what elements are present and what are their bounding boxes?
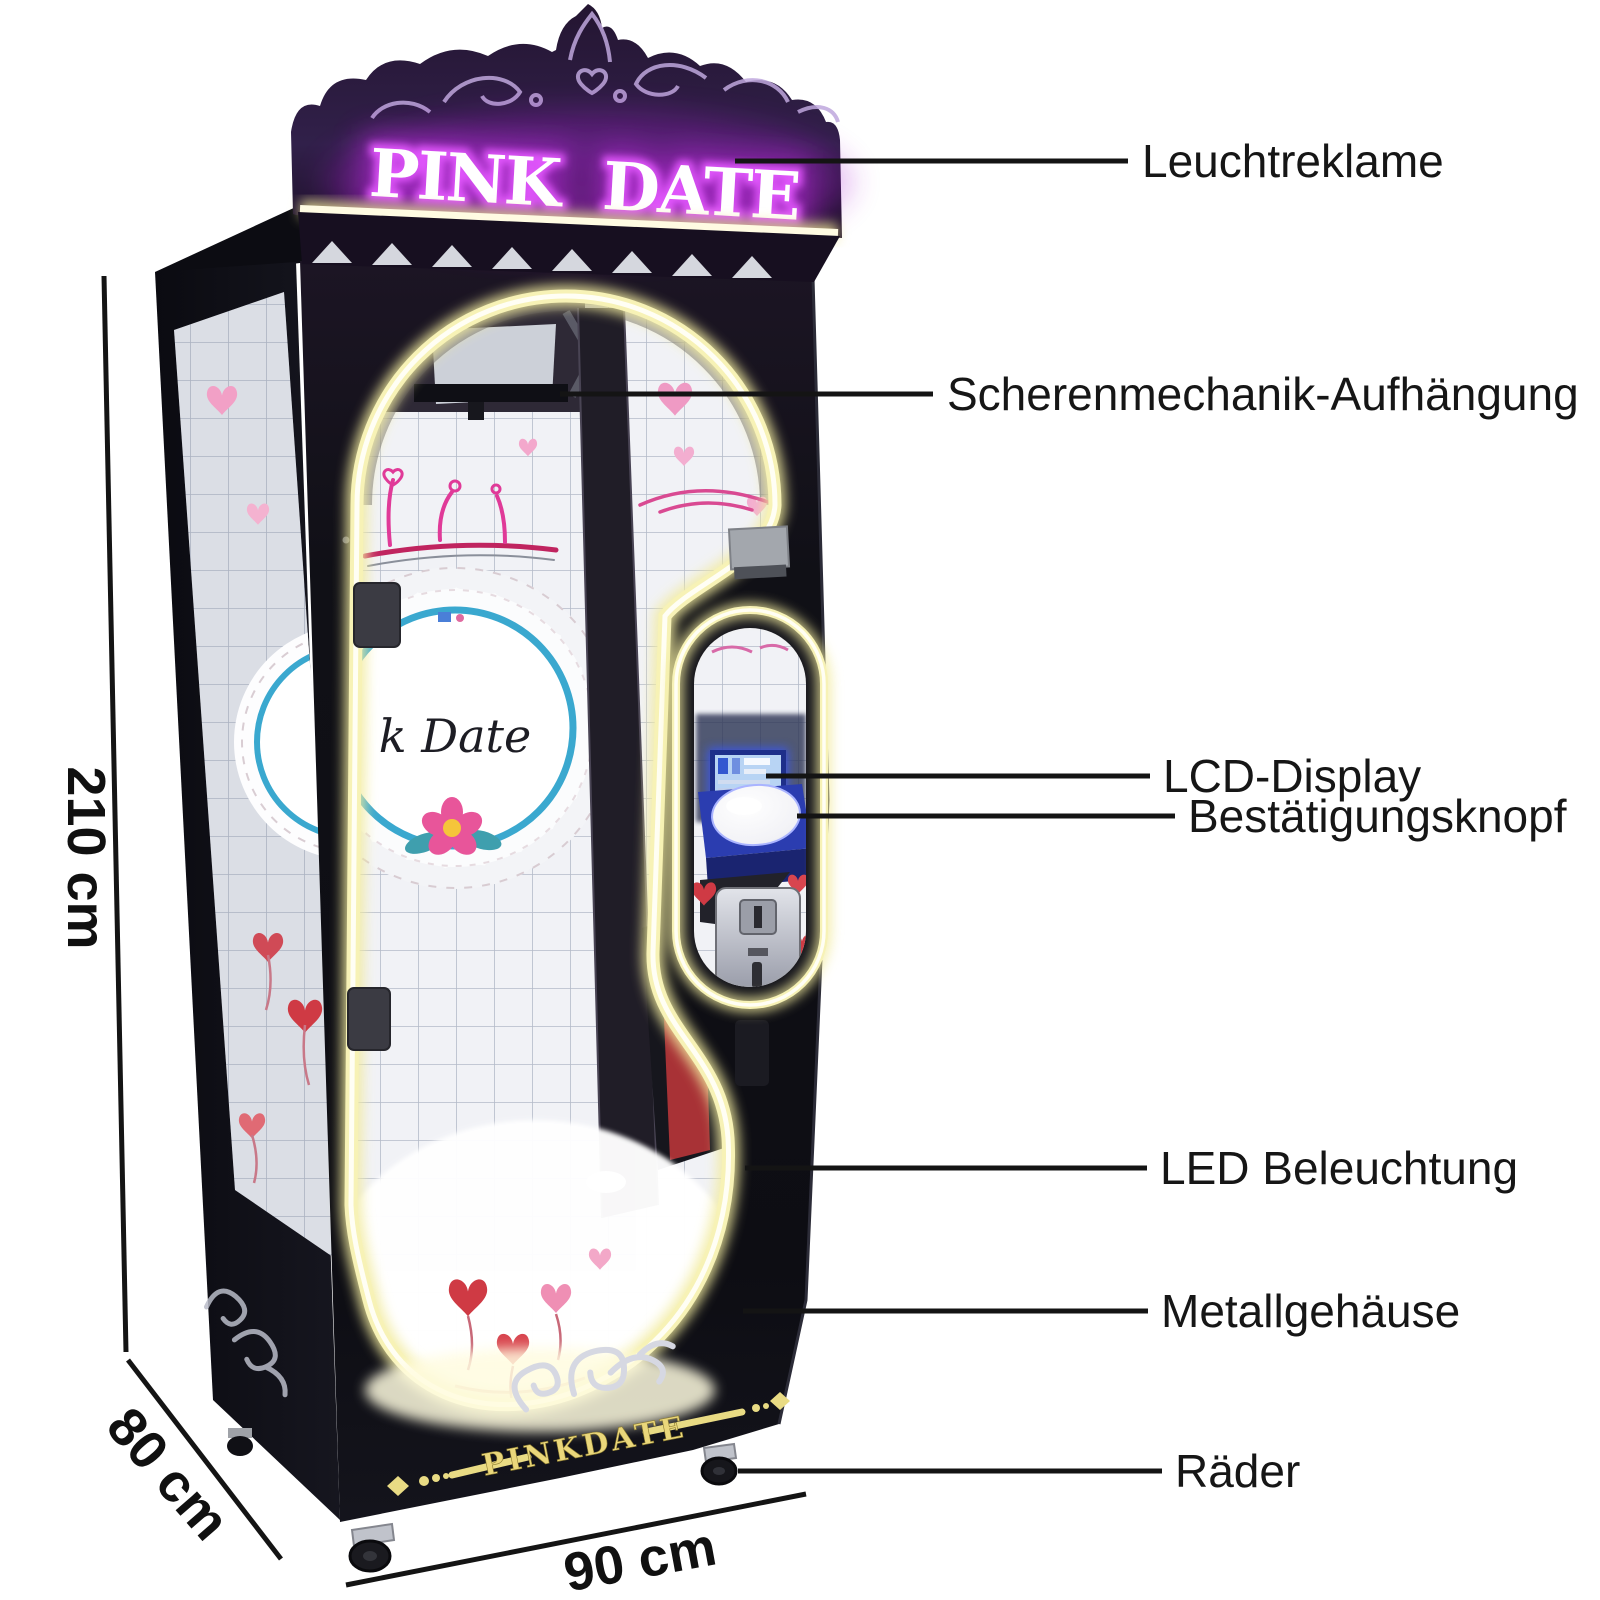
side-scroll-ornament: [203, 1288, 288, 1398]
label-led-beleuchtung: LED Beleuchtung: [1160, 1142, 1518, 1194]
cabinet-right-edge: [777, 277, 830, 1425]
callout-metallgehaeuse: Metallgehäuse: [743, 1285, 1460, 1337]
pelmet-triangles: [312, 241, 772, 278]
sign-scroll-ornament: [370, 10, 840, 123]
sign-marquee: PINK DATE PINK DATE PINK DATE: [291, 4, 853, 282]
diamond-icon: [770, 1392, 790, 1410]
dimension-height-line: [101, 275, 129, 1353]
main-window-glass: k Date: [351, 296, 775, 1405]
crown-decal: [362, 468, 770, 567]
dimension-height-value: 210 cm: [56, 766, 116, 949]
callout-raeder: Räder: [738, 1445, 1300, 1497]
callout-scherenmechanik: Scherenmechanik-Aufhängung: [560, 368, 1579, 420]
callout-lcd-display: LCD-Display: [766, 750, 1421, 802]
flower-icon: [404, 797, 502, 855]
callout-leuchtreklame: Leuchtreklame: [735, 135, 1444, 187]
base-gold-flourish: [387, 1392, 790, 1496]
label-lcd-display: LCD-Display: [1163, 750, 1421, 802]
dimension-width-line: [345, 1491, 807, 1588]
dimension-depth-line: [126, 1358, 283, 1561]
door-hinge: [353, 582, 401, 648]
heart-icon: [575, 68, 609, 96]
plush-item: [586, 1171, 626, 1193]
cabinet-roof: [155, 206, 308, 280]
machine-illustration: PINK DATE PINK DATE PINK DATE: [155, 4, 853, 1573]
coin-slot: [754, 906, 762, 928]
doily-text: k Date: [379, 709, 532, 763]
dimension-depth-value: 80 cm: [95, 1397, 241, 1552]
door-latch: [735, 1020, 769, 1086]
dimension-width-value: 90 cm: [559, 1517, 720, 1600]
door-hinge: [347, 987, 391, 1051]
caster-wheel-left: [348, 1522, 396, 1573]
control-panel: [669, 603, 831, 1012]
label-metallgehaeuse: Metallgehäuse: [1161, 1285, 1460, 1337]
control-panel-glass: [694, 628, 806, 987]
callout-led-beleuchtung: LED Beleuchtung: [745, 1142, 1518, 1194]
caster-wheel-rear: [227, 1428, 253, 1456]
label-raeder: Räder: [1175, 1445, 1300, 1497]
label-leuchtreklame: Leuchtreklame: [1142, 135, 1444, 187]
scissor-suspension-bar: [414, 384, 568, 402]
dimension-width: 90 cm: [345, 1491, 807, 1600]
base-scroll-ornament: [511, 1340, 676, 1413]
floor-glow: [351, 1120, 755, 1405]
sign-led-strip: [299, 205, 839, 237]
dimension-height: 210 cm: [56, 275, 129, 1353]
door-pillar: [578, 308, 658, 1218]
sign-pelmet: [298, 212, 840, 282]
balloon-strings: [250, 954, 311, 1184]
diamond-icon: [387, 1476, 409, 1496]
card-reader-bracket: [727, 525, 791, 580]
caster-wheel-right: [700, 1442, 738, 1486]
label-bestaetigungsknopf: Bestätigungsknopf: [1188, 790, 1567, 842]
callout-bestaetigungsknopf: Bestätigungsknopf: [797, 790, 1567, 842]
coin-acceptor: [715, 887, 801, 987]
label-scherenmechanik: Scherenmechanik-Aufhängung: [947, 368, 1579, 420]
